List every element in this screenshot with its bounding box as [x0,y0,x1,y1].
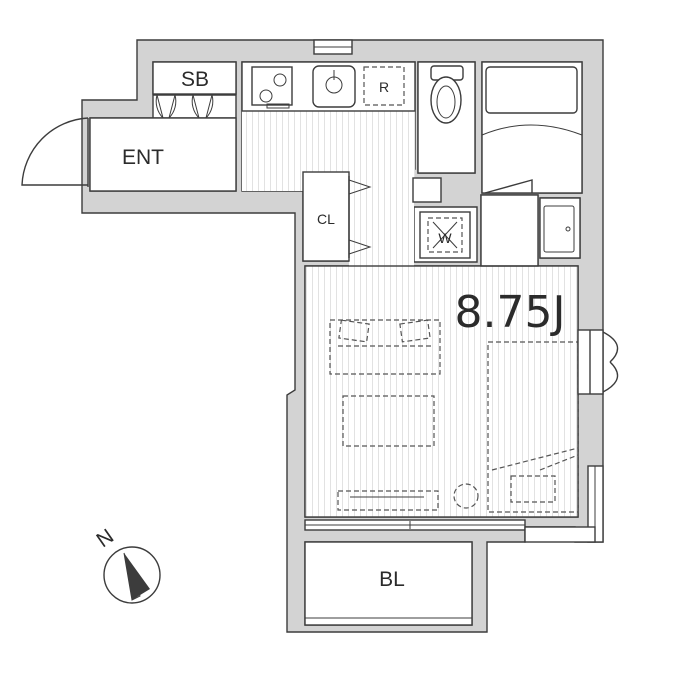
coffee-table [342,395,435,447]
toilet-room [417,61,476,174]
refrigerator-label: R [379,79,389,95]
utility-space [480,194,539,267]
bathtub [485,66,578,114]
shoe-box-doors[interactable] [153,94,236,119]
sink [312,65,356,108]
kitchen-counter: R [241,61,416,112]
sofa [329,319,441,375]
washer-pan [427,217,463,253]
plant-pot [453,483,479,509]
stove [251,66,293,106]
entrance-label: ENT [122,146,164,169]
entrance-room: ENT [89,117,237,192]
closet: CL [302,171,350,262]
balcony-label: BL [379,568,405,591]
washbasin [539,197,581,259]
balcony: BL [304,541,473,626]
tv-board [337,490,439,511]
entrance-door[interactable] [21,117,89,187]
kitchen-window [313,39,353,55]
closet-doors[interactable] [348,176,372,258]
toilet-door[interactable] [412,177,442,203]
bathroom-door[interactable] [484,179,533,194]
washing-machine-space: W [419,211,471,259]
washer-icon: W [438,230,452,246]
north-arrow-label: N [92,525,118,553]
main-room: 8.75J [304,265,579,518]
burner-icon [259,89,273,103]
bathroom [481,61,583,194]
balcony-sash[interactable] [304,519,596,543]
shoe-box: SB [152,61,237,95]
toilet-bowl-icon [430,76,462,124]
burner-icon [273,73,287,87]
closet-label: CL [317,211,335,227]
room-area-label: 8.75J [455,287,566,338]
refrigerator-space [363,66,405,106]
bed [487,341,579,513]
shoe-box-label: SB [181,68,209,91]
compass: N [92,525,161,604]
window-doors-right[interactable] [577,329,619,395]
stove-grill [266,103,290,109]
